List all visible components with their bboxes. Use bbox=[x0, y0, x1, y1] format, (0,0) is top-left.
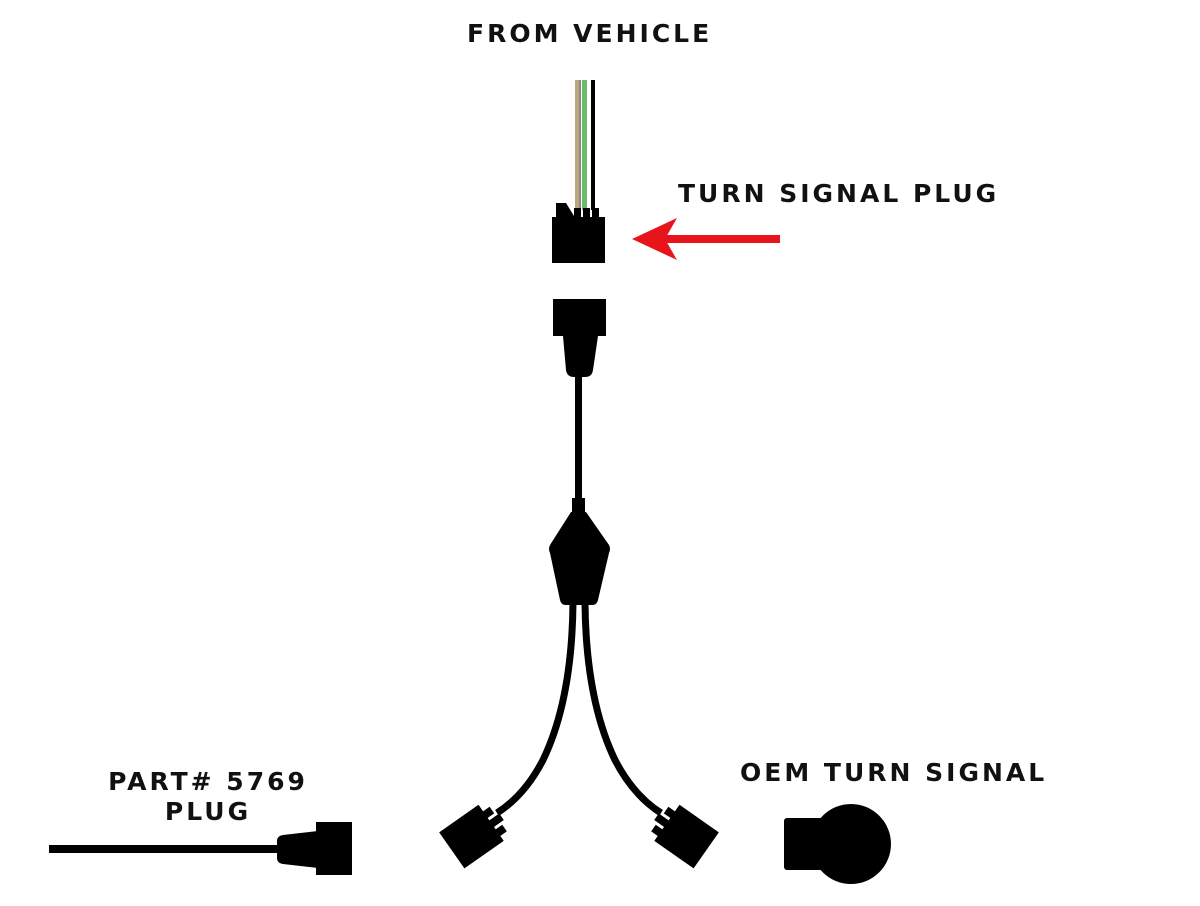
plug-cable bbox=[49, 845, 279, 853]
wire-boot-1 bbox=[574, 208, 581, 222]
wire-separator bbox=[579, 80, 581, 210]
part-5769-plug-label: PART# 5769 PLUG bbox=[100, 767, 316, 827]
splitter-neck bbox=[572, 498, 585, 513]
main-cable bbox=[575, 375, 582, 503]
wire-boot-2 bbox=[583, 208, 590, 222]
from-vehicle-label: FROM VEHICLE bbox=[467, 19, 713, 48]
harness-splitter bbox=[549, 498, 610, 605]
wire-green bbox=[582, 80, 587, 210]
part-5769-plug bbox=[49, 822, 352, 875]
plug-body bbox=[552, 217, 605, 263]
part-label-line1: PART# 5769 bbox=[108, 767, 308, 796]
splitter-body bbox=[549, 512, 610, 605]
branch-cable-left bbox=[495, 602, 577, 816]
connector-boot bbox=[563, 336, 598, 377]
red-arrow-icon bbox=[632, 218, 780, 260]
turn-signal-plug bbox=[552, 203, 605, 263]
harness-branch-left-connector bbox=[439, 804, 507, 869]
oem-turn-signal-label: OEM TURN SIGNAL bbox=[740, 758, 1048, 787]
plug-boot bbox=[277, 831, 318, 868]
wire-black bbox=[591, 80, 595, 210]
connector-head bbox=[553, 299, 606, 336]
turn-signal-plug-label: TURN SIGNAL PLUG bbox=[678, 179, 1000, 208]
harness-branch-right-connector bbox=[651, 804, 719, 869]
vehicle-wires bbox=[575, 80, 595, 210]
oem-turn-signal bbox=[784, 804, 891, 884]
branch-cable-right bbox=[581, 602, 663, 816]
harness-input-connector bbox=[553, 299, 606, 377]
bulb-globe bbox=[811, 804, 891, 884]
plug-head bbox=[316, 822, 352, 875]
wire-tan bbox=[575, 80, 579, 210]
wire-boot-3 bbox=[592, 208, 599, 222]
part-label-line2: PLUG bbox=[164, 797, 252, 826]
